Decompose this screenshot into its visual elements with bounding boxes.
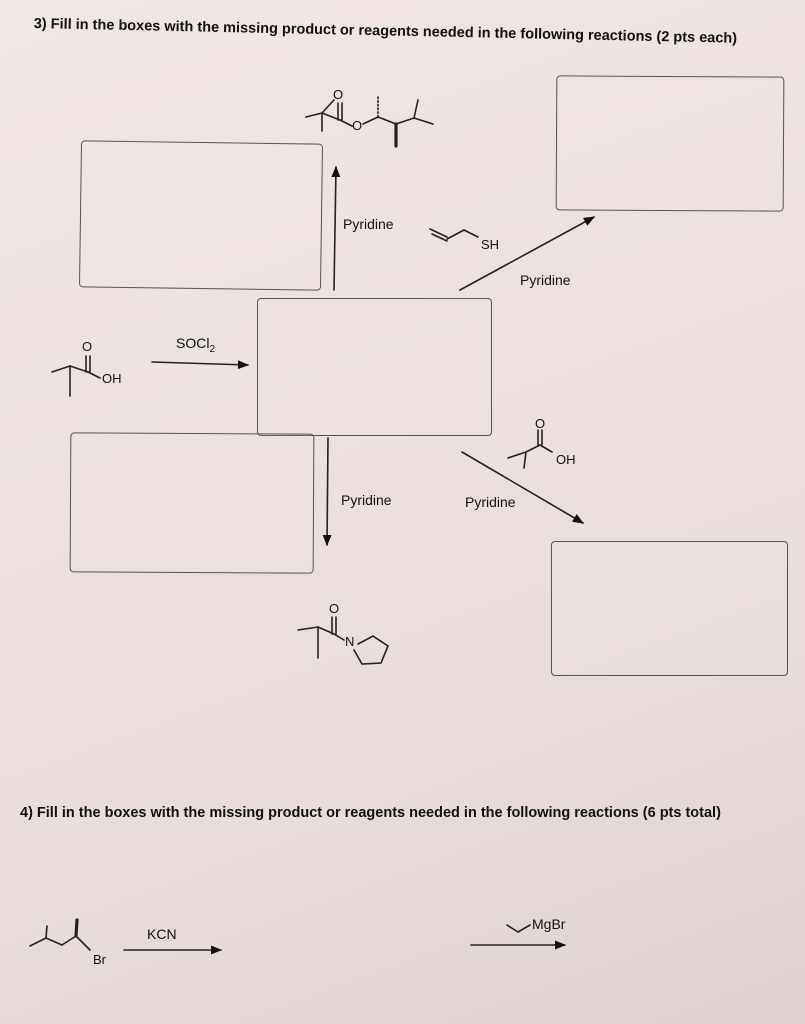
thioester-reagent-label: Pyridine: [520, 272, 571, 288]
carboxylic-acid-structure: [51, 355, 101, 397]
arrow-diagonal-anhydride: [461, 451, 584, 524]
arrow-down-amide: [322, 437, 332, 547]
thiol-structure: [429, 228, 479, 242]
ester-product-structure: [305, 95, 434, 148]
question4-heading: 4) Fill in the boxes with the missing pr…: [20, 805, 721, 821]
acid-oh-label: OH: [102, 371, 122, 386]
answer-box-center[interactable]: [257, 298, 492, 436]
kcn-reagent-label: KCN: [147, 926, 177, 942]
grignard-structure: [506, 924, 531, 933]
alkyl-bromide-structure: [29, 918, 91, 951]
acid-nucleophile-structure: [507, 429, 553, 469]
arrow-up-ester: [331, 165, 341, 291]
amide-reagent-label: Pyridine: [341, 492, 392, 508]
amide-product-structure: [297, 616, 389, 665]
bromide-br-label: Br: [93, 952, 106, 967]
acid-carbonyl-o-label: O: [82, 339, 93, 354]
socl2-subscript: 2: [209, 343, 216, 355]
arrow-diagonal-thioester: [459, 216, 595, 291]
mgbr-reagent-label: MgBr: [532, 916, 566, 932]
amide-carbonyl-o-label: O: [329, 601, 340, 616]
nucleophile-carbonyl-o-label: O: [535, 416, 546, 431]
nucleophile-oh-label: OH: [556, 452, 576, 467]
ester-carbonyl-o-label: O: [333, 87, 344, 102]
thiol-sh-label: SH: [481, 237, 500, 252]
amide-n-label: N: [345, 634, 355, 649]
ester-reagent-label: Pyridine: [343, 216, 394, 232]
answer-box-bottom-right[interactable]: [551, 541, 788, 676]
anhydride-reagent-label: Pyridine: [465, 494, 516, 510]
arrow-socl2: [151, 360, 250, 370]
socl2-text: SOCl: [176, 335, 210, 351]
socl2-reagent-label: SOCl2: [176, 335, 215, 355]
ester-oxygen-label: O: [352, 118, 363, 133]
